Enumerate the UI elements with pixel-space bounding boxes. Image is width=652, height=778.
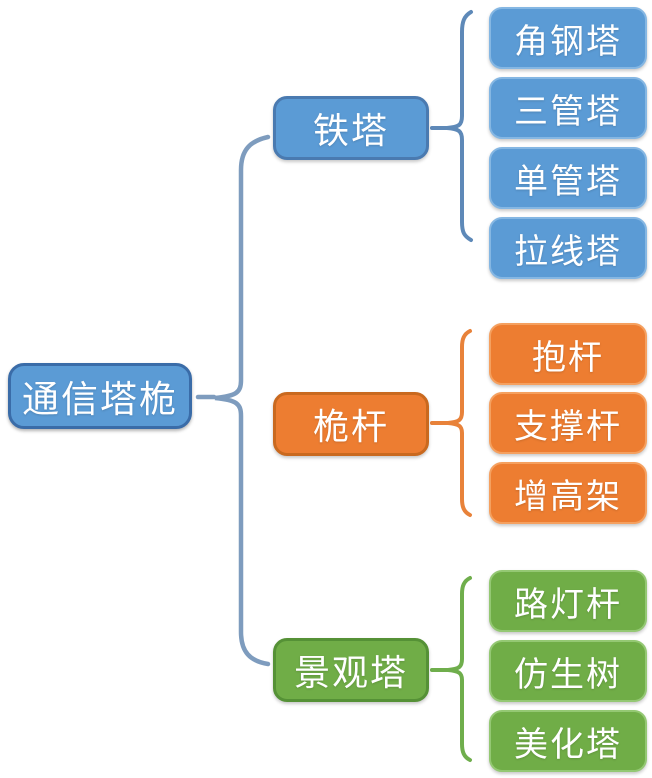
leaf-node-beautified-tower: 美化塔 (489, 710, 647, 772)
branch-node-landscape-tower: 景观塔 (273, 638, 429, 702)
leaf-node-guyed-tower: 拉线塔 (489, 217, 647, 279)
leaf-node-angle-steel-tower: 角钢塔 (489, 7, 647, 69)
leaf-node-three-tube-tower: 三管塔 (489, 77, 647, 139)
landscape-tower-brace (447, 576, 472, 762)
leaf-node-monopole-tower: 单管塔 (489, 147, 647, 209)
leaf-node-support-pole: 支撑杆 (489, 392, 647, 454)
leaf-node-holding-pole: 抱杆 (489, 323, 647, 385)
branch-node-iron-tower: 铁塔 (273, 96, 429, 160)
leaf-node-bionic-tree: 仿生树 (489, 640, 647, 702)
leaf-node-heightening-frame: 增高架 (489, 462, 647, 524)
main-brace (214, 134, 271, 667)
leaf-node-street-lamp-pole: 路灯杆 (489, 570, 647, 632)
branch-node-mast: 桅杆 (273, 392, 429, 456)
mast-brace (447, 329, 472, 517)
root-node-communication-tower: 通信塔桅 (8, 363, 192, 429)
iron-tower-brace (446, 10, 473, 242)
